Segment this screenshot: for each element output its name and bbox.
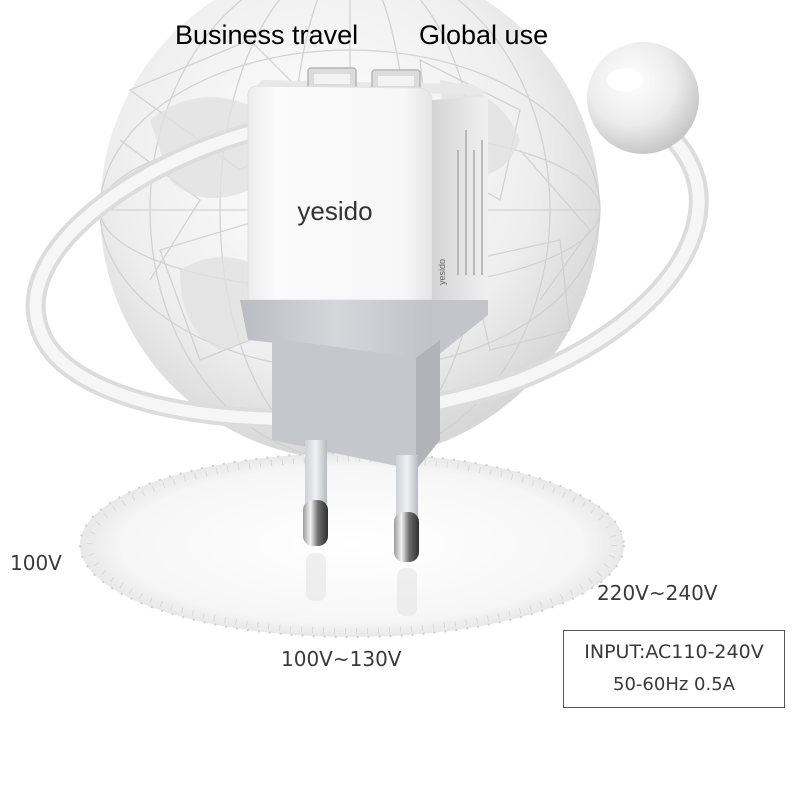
brand-logo: yesido [297,196,372,226]
voltage-label-100-130v: 100V~130V [281,647,402,671]
plug-pin-icon [303,440,328,546]
voltage-dial [79,452,625,638]
voltage-label-220-240v: 220V~240V [597,581,718,605]
voltage-label-100v: 100V [10,551,62,575]
side-brand-logo: yesido [437,259,447,285]
plug-pin-icon [394,455,419,562]
frequency-spec-line: 50-60Hz 0.5A [613,674,735,695]
side-label: yesido [437,130,483,285]
caption-business-travel: Business travel [175,20,359,50]
input-spec-box: INPUT:AC110-240V 50-60Hz 0.5A [563,630,785,708]
orbit-ball [587,42,699,154]
input-spec-line: INPUT:AC110-240V [584,641,764,663]
usb-charger: yesido yesido [240,67,488,616]
caption-global-use: Global use [419,20,549,50]
orbit-ring [25,85,709,429]
